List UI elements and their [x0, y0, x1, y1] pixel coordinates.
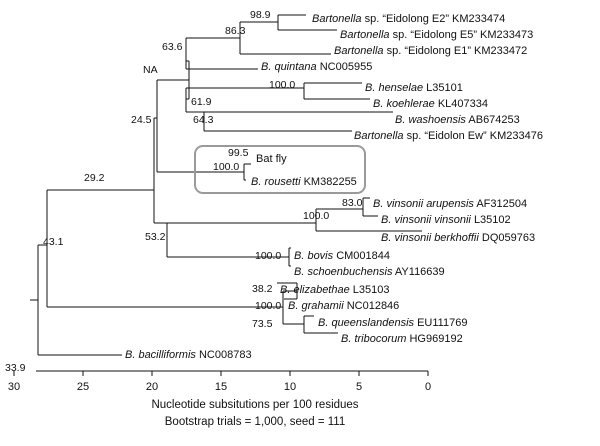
taxon-label: B. bacilliformis NC008783	[125, 349, 252, 361]
taxon-label: Bartonella sp. “Eidolong E1” KM233472	[334, 45, 527, 57]
taxon-label: B. vinsonii vinsonii L35102	[381, 214, 511, 226]
x-axis-tick-label: 5	[356, 381, 362, 393]
taxon-label: B. bovis CM001844	[294, 250, 390, 262]
bootstrap-labels: 98.9 86.3 63.6 NA 100.0 61.9 64.3 24.5 9…	[5, 9, 363, 374]
taxon-label: Bartonella sp. “Eidolong E5” KM233473	[340, 29, 533, 41]
bootstrap-value: 100.0	[255, 300, 281, 312]
taxon-label: B. queenslandensis EU111769	[318, 317, 467, 329]
bootstrap-value: 98.9	[250, 9, 271, 21]
bootstrap-value: 33.9	[5, 362, 26, 374]
bootstrap-value: 43.1	[43, 236, 64, 248]
taxon-label: B. elizabethae L35103	[280, 284, 390, 296]
tree-branches	[30, 14, 422, 356]
bat-fly-highlight-box	[194, 145, 366, 194]
taxon-label: B. washoensis AB674253	[395, 114, 520, 126]
bootstrap-value: 99.5	[228, 147, 249, 159]
taxon-label: B. henselae L35101	[365, 82, 463, 94]
x-axis-tick-label: 25	[77, 381, 89, 393]
bootstrap-value: 83.0	[342, 197, 363, 209]
bootstrap-value: 100.0	[213, 161, 239, 173]
taxon-label: B. grahamii NC012846	[288, 300, 399, 312]
bootstrap-value: 38.2	[252, 283, 273, 295]
taxon-label: B. quintana NC005955	[261, 61, 372, 73]
taxon-labels: Bartonella sp. “Eidolong E2” KM233474 Ba…	[125, 13, 543, 361]
bootstrap-value: 24.5	[131, 114, 152, 126]
x-axis-tick-label: 15	[215, 381, 227, 393]
taxon-label-bat-fly: Bat fly	[256, 153, 287, 165]
x-axis: 30 25 20 15 10 5 0	[8, 371, 431, 393]
bootstrap-value: 64.3	[193, 114, 214, 126]
taxon-label: B. tribocorum HG969192	[341, 333, 463, 345]
bootstrap-footnote: Bootstrap trials = 1,000, seed = 111	[165, 416, 346, 428]
x-axis-tick-label: 10	[284, 381, 296, 393]
x-axis-label: Nucleotide subsitutions per 100 residues	[151, 399, 358, 411]
taxon-label: B. schoenbuchensis AY116639	[294, 266, 445, 278]
bootstrap-value: 53.2	[145, 231, 166, 243]
x-axis-tick-label: 0	[425, 381, 431, 393]
x-axis-tick-label: 20	[146, 381, 158, 393]
bootstrap-value: 73.5	[252, 318, 273, 330]
bootstrap-value: 86.3	[225, 25, 246, 37]
x-axis-tick-label: 30	[8, 381, 20, 393]
bootstrap-value: 100.0	[269, 79, 295, 91]
bootstrap-value: NA	[143, 64, 158, 76]
bootstrap-value: 29.2	[84, 172, 105, 184]
taxon-label: B. rousetti KM382255	[251, 176, 357, 188]
taxon-label: B. vinsonii arupensis AF312504	[373, 198, 527, 210]
taxon-label: B. vinsonii berkhoffii DQ059763	[381, 232, 535, 244]
bootstrap-value: 63.6	[162, 41, 183, 53]
bootstrap-value: 61.9	[191, 96, 212, 108]
taxon-label: Bartonella sp. “Eidolon Ew” KM233476	[354, 130, 543, 142]
taxon-label: Bartonella sp. “Eidolong E2” KM233474	[312, 13, 505, 25]
bootstrap-value: 100.0	[255, 250, 281, 262]
bootstrap-value: 100.0	[303, 210, 329, 222]
taxon-label: B. koehlerae KL407334	[373, 98, 488, 110]
